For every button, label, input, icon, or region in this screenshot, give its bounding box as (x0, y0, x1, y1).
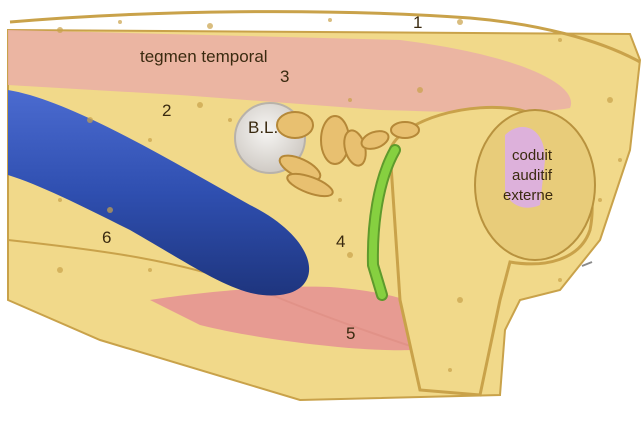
label-bl: B.L. (248, 118, 278, 137)
label-4: 4 (336, 232, 345, 251)
label-canal-2: auditif (512, 167, 553, 184)
label-5: 5 (346, 324, 355, 343)
label-canal-3: externe (503, 187, 553, 204)
label-2: 2 (162, 101, 171, 120)
label-3: 3 (280, 67, 289, 86)
tick-mark (582, 262, 592, 266)
label-canal-1: coduit (512, 147, 553, 164)
label-tegmen: tegmen temporal (140, 47, 268, 66)
label-6: 6 (102, 228, 111, 247)
label-1: 1 (413, 13, 422, 32)
